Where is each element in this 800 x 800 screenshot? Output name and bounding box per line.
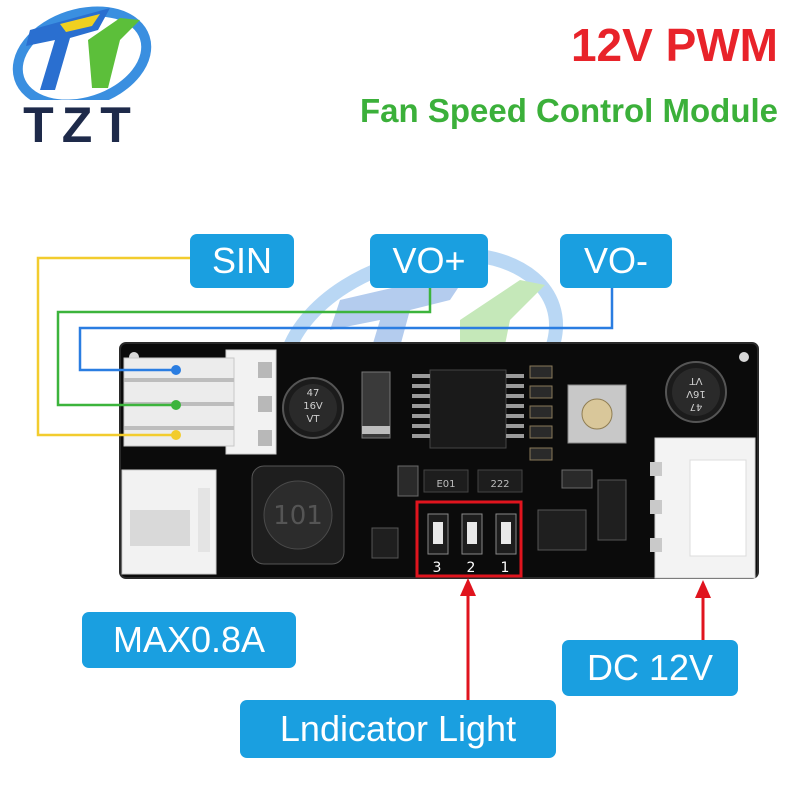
- page-subtitle: Fan Speed Control Module: [360, 92, 778, 129]
- label-indicator-light: Lndicator Light: [240, 700, 556, 758]
- led-highlight-box: [415, 500, 523, 578]
- label-max-current: MAX0.8A: [82, 612, 296, 668]
- svg-text:47: 47: [690, 401, 703, 412]
- label-sin: SIN: [190, 234, 294, 288]
- label-vo-plus: VO+: [370, 234, 488, 288]
- push-button: [567, 384, 627, 444]
- brand-name: TZT: [23, 97, 139, 153]
- svg-text:E01: E01: [436, 479, 455, 490]
- indicator-leds: 3 2 1: [427, 513, 517, 576]
- tzt-logo-icon: [12, 6, 152, 100]
- svg-text:2: 2: [467, 560, 476, 576]
- wire-vo-minus: [78, 283, 614, 372]
- page-title: 12V PWM: [570, 19, 778, 71]
- fan-connector: [123, 349, 277, 455]
- svg-text:VT: VT: [689, 375, 703, 386]
- wire-vo-plus: [56, 283, 432, 407]
- svg-text:47: 47: [307, 388, 320, 399]
- svg-text:16V: 16V: [303, 401, 323, 412]
- dc-input-connector: [650, 437, 756, 579]
- svg-text:16V: 16V: [686, 388, 706, 399]
- wire-sin: [36, 256, 190, 437]
- main-ic: [412, 369, 524, 449]
- label-dc-input: DC 12V: [562, 640, 738, 696]
- smd-resistors: [529, 365, 553, 461]
- svg-text:3: 3: [433, 560, 442, 576]
- inductor: 101: [251, 465, 345, 565]
- capacitor-right: 47 16V VT: [665, 361, 727, 423]
- svg-text:101: 101: [273, 501, 323, 531]
- svg-text:222: 222: [490, 479, 509, 490]
- label-vo-minus: VO-: [560, 234, 672, 288]
- svg-text:VT: VT: [307, 414, 321, 425]
- small-chips: E01 222: [371, 465, 627, 559]
- power-out-connector: [121, 469, 217, 575]
- capacitor-left: 47 16V VT: [282, 377, 344, 439]
- svg-text:1: 1: [501, 560, 510, 576]
